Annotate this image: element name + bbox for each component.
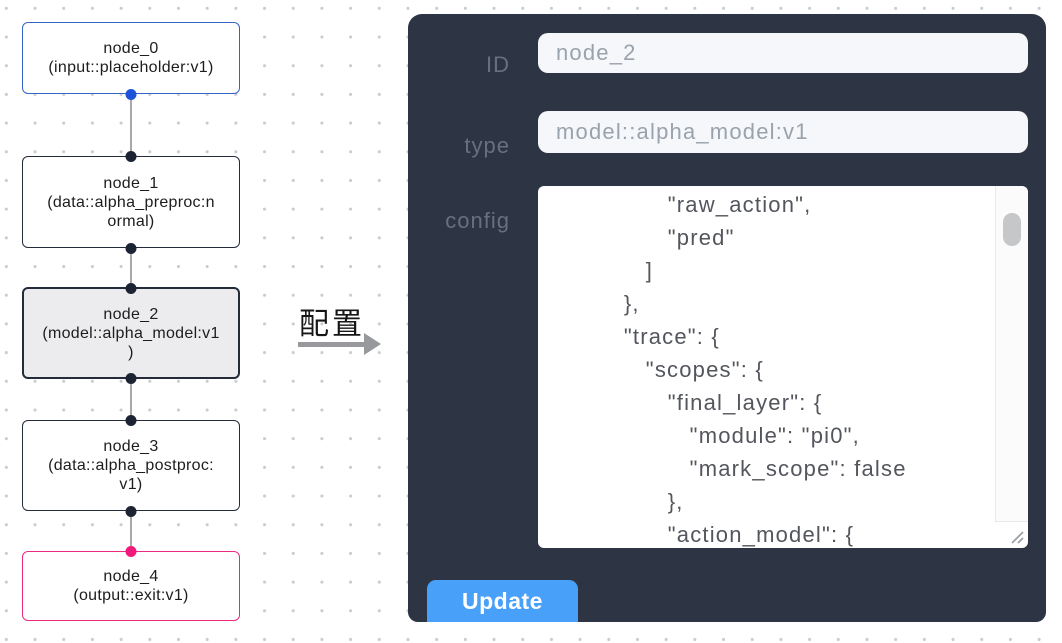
- flow-edge: [130, 248, 132, 287]
- flow-node-node_3[interactable]: node_3(data::alpha_postproc:v1): [22, 414, 240, 517]
- node-type-label: v1): [119, 476, 143, 493]
- node-id-label: node_2: [103, 305, 159, 323]
- update-button[interactable]: Update: [427, 580, 578, 622]
- config-panel: ID type config "raw_action", "pred" ] },…: [408, 14, 1046, 622]
- node-port-bottom[interactable]: [125, 505, 137, 517]
- config-json-text: "raw_action", "pred" ] }, "trace": { "sc…: [623, 192, 907, 547]
- type-label: type: [464, 133, 510, 158]
- node-port-top[interactable]: [125, 282, 137, 294]
- node-type-label: ormal): [107, 212, 155, 230]
- type-input[interactable]: [538, 111, 1028, 153]
- node-port-top[interactable]: [125, 545, 137, 557]
- node-port-top[interactable]: [125, 150, 137, 162]
- arrow-right-head-icon: [364, 333, 381, 355]
- id-input[interactable]: [538, 33, 1028, 73]
- arrow-right-icon: [298, 342, 365, 347]
- node-type-label: ): [128, 343, 134, 361]
- flow-node-node_0[interactable]: node_0(input::placeholder:v1): [22, 22, 240, 100]
- node-port-bottom[interactable]: [125, 242, 137, 254]
- node-id-label: node_0: [103, 40, 159, 57]
- node-type-label: (model::alpha_model:v1: [42, 324, 220, 342]
- node-id-label: node_4: [103, 568, 159, 585]
- config-label: config: [445, 208, 510, 233]
- id-label: ID: [486, 52, 510, 77]
- node-type-label: (output::exit:v1): [73, 587, 189, 604]
- node-id-label: node_1: [103, 174, 159, 192]
- node-port-bottom[interactable]: [125, 372, 137, 384]
- node-type-label: (input::placeholder:v1): [48, 59, 214, 76]
- config-annotation-label: 配置: [299, 308, 365, 341]
- node-port-bottom[interactable]: [125, 88, 137, 100]
- node-port-top[interactable]: [125, 414, 137, 426]
- resize-handle-icon[interactable]: [1006, 526, 1026, 546]
- config-scrollbar-thumb[interactable]: [1003, 213, 1021, 246]
- node-type-label: (data::alpha_postproc:: [48, 457, 214, 474]
- flow-edge: [130, 94, 132, 156]
- node-type-label: (data::alpha_preproc:n: [47, 193, 215, 211]
- node-id-label: node_3: [103, 438, 159, 455]
- config-textarea[interactable]: "raw_action", "pred" ] }, "trace": { "sc…: [538, 186, 1028, 548]
- flow-node-node_2[interactable]: node_2(model::alpha_model:v1): [22, 282, 240, 384]
- flow-node-node_4[interactable]: node_4(output::exit:v1): [22, 545, 240, 621]
